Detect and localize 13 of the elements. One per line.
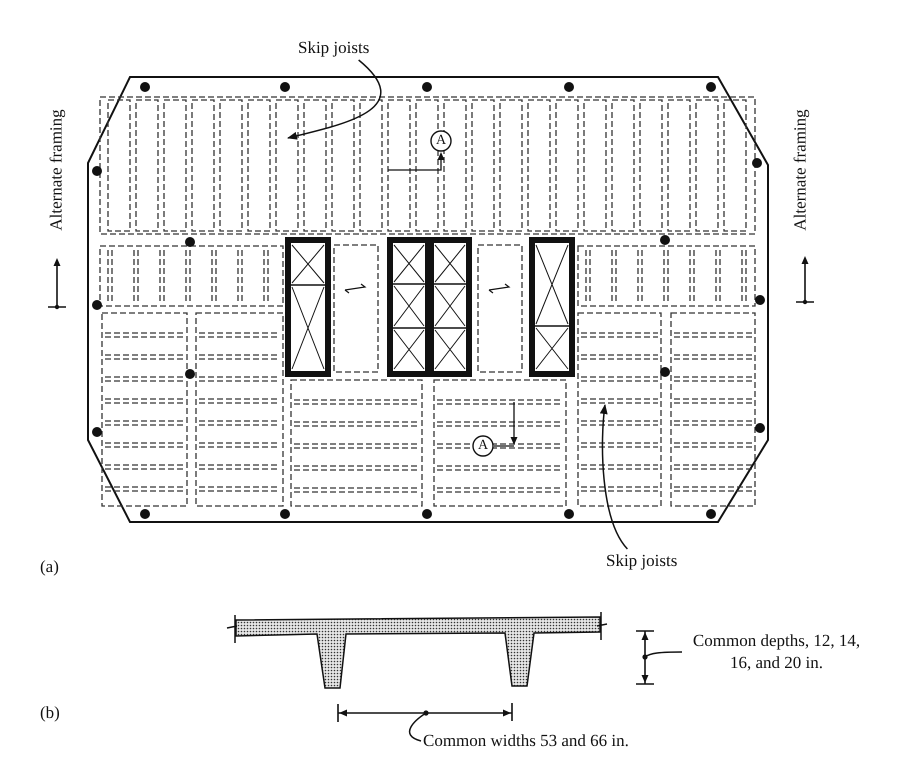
panel-label: (a) (40, 556, 59, 578)
callout-text: Common widths 53 and 66 in. (423, 730, 629, 752)
section-marker-letter: A (436, 133, 446, 149)
framing-direction-label: Alternate framing (46, 109, 67, 231)
leader-line (287, 59, 382, 140)
section-marker-letter: A (478, 438, 488, 454)
panel-label: (b) (40, 702, 60, 724)
callout-text: Skip joists (606, 550, 678, 572)
leader-line (600, 404, 628, 550)
framing-direction-label: Alternate framing (790, 109, 811, 231)
leader-line (642, 651, 682, 660)
callout-text: Skip joists (298, 37, 370, 59)
callout-text: Common depths, 12, 14, 16, and 20 in. (684, 630, 869, 674)
